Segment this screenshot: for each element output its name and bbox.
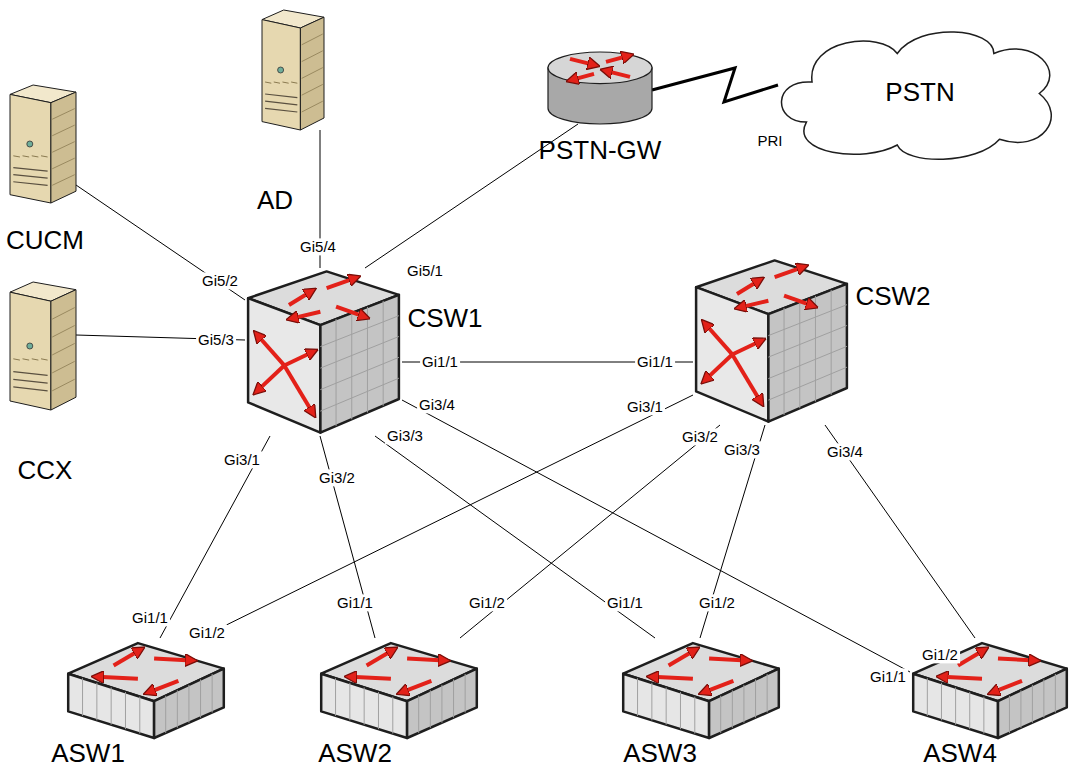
device-name: ASW1 [51,739,125,768]
port-label: Gi1/1 [635,353,675,370]
device-name: CSW1 [407,304,482,333]
server-icon: CCX [10,282,76,410]
core-switch-graphic [693,257,850,425]
arrow-glyph [669,650,695,665]
arrow-glyph [784,296,812,306]
network-link [375,436,655,638]
arrow-glyph [292,312,320,319]
port-label: Gi5/2 [200,272,240,289]
router-icon-graphic [548,52,652,124]
arrow-glyph [154,658,191,660]
access-switch: ASW3 [620,638,782,740]
port-label: Gi3/4 [417,396,457,413]
access-switch: ASW2 [318,638,480,740]
device-name: ASW4 [923,739,997,768]
arrow-glyph [258,335,285,365]
arrow-glyph [958,650,984,665]
arrow-glyph [572,74,594,80]
arrow-glyph [284,365,312,412]
network-link [200,395,693,638]
arrow-glyph [706,354,733,379]
device-name: CSW2 [855,282,930,311]
arrow-glyph [652,677,693,679]
server-icon-graphic [10,282,76,410]
port-label: Gi1/1 [868,668,908,685]
arrow-glyph [149,681,178,692]
device-name: PSTN [885,78,954,107]
port-label: Gi3/2 [680,428,720,445]
port-label: Gi1/2 [187,624,227,641]
network-link [402,400,910,672]
access-switch: ASW1 [65,638,227,740]
arrow-glyph [606,71,630,77]
server-icon: AD [262,10,324,130]
device-name: ASW3 [623,739,697,768]
access-switch-graphic [620,638,782,740]
port-label: Gi3/1 [222,451,262,468]
core-switch-graphic [245,268,402,436]
port-label: Gi5/4 [298,238,338,255]
arrow-glyph [284,352,312,365]
arrow-glyph [402,681,431,692]
arrow-glyph [97,677,137,679]
arrow-glyph [732,354,760,401]
port-label: Gi1/2 [467,594,507,611]
arrow-glyph [942,677,982,679]
network-link [76,185,245,300]
arrow-glyph [327,278,355,288]
server-icon-graphic [10,85,76,203]
router-icon: PSTN-GW [548,52,652,124]
arrow-glyph [998,658,1035,660]
arrow-glyph [336,307,364,317]
port-label: Gi1/1 [605,594,645,611]
arrow-glyph [706,324,733,354]
network-link [320,436,375,638]
arrow-glyph [114,650,140,665]
device-name: CUCM [6,226,84,255]
device-name: ASW2 [318,739,392,768]
port-label: Gi5/1 [405,262,445,279]
core-switch: CSW1 [245,268,402,436]
arrow-glyph [704,681,733,692]
network-link [460,425,720,638]
port-label: Gi3/1 [625,398,665,415]
arrow-glyph [606,56,628,62]
arrow-glyph [709,658,746,660]
port-label: Gi1/2 [920,646,960,663]
port-label: Gi3/4 [825,443,865,460]
arrow-glyph [350,677,391,679]
network-link [160,436,270,638]
arrow-glyph [289,292,311,305]
device-name: CCX [18,456,73,485]
port-label: Gi1/2 [697,594,737,611]
arrow-glyph [993,681,1022,692]
access-switch-graphic [318,638,480,740]
port-label: Gi1/1 [420,353,460,370]
arrow-glyph [732,341,760,354]
access-switch-graphic [65,638,227,740]
device-name: PSTN-GW [539,136,662,165]
server-icon-graphic [262,10,324,130]
arrow-glyph [775,267,803,277]
port-label: Gi3/3 [385,427,425,444]
core-switch: CSW2 [693,257,850,425]
port-label: Gi1/1 [130,609,170,626]
server-icon: CUCM [10,85,76,203]
link-label: PRI [755,132,784,149]
arrow-glyph [367,650,393,665]
arrow-glyph [258,365,285,390]
network-cloud: PSTN [778,22,1062,165]
device-name: AD [257,186,293,215]
arrow-glyph [740,301,768,308]
network-link [825,425,975,638]
arrow-glyph [737,281,759,294]
port-label: Gi3/3 [722,441,762,458]
port-label: Gi3/2 [317,469,357,486]
arrow-glyph [570,59,594,65]
arrow-glyph [407,658,444,660]
pri-link [652,68,778,102]
port-label: Gi1/1 [335,594,375,611]
port-label: Gi5/3 [196,331,236,348]
